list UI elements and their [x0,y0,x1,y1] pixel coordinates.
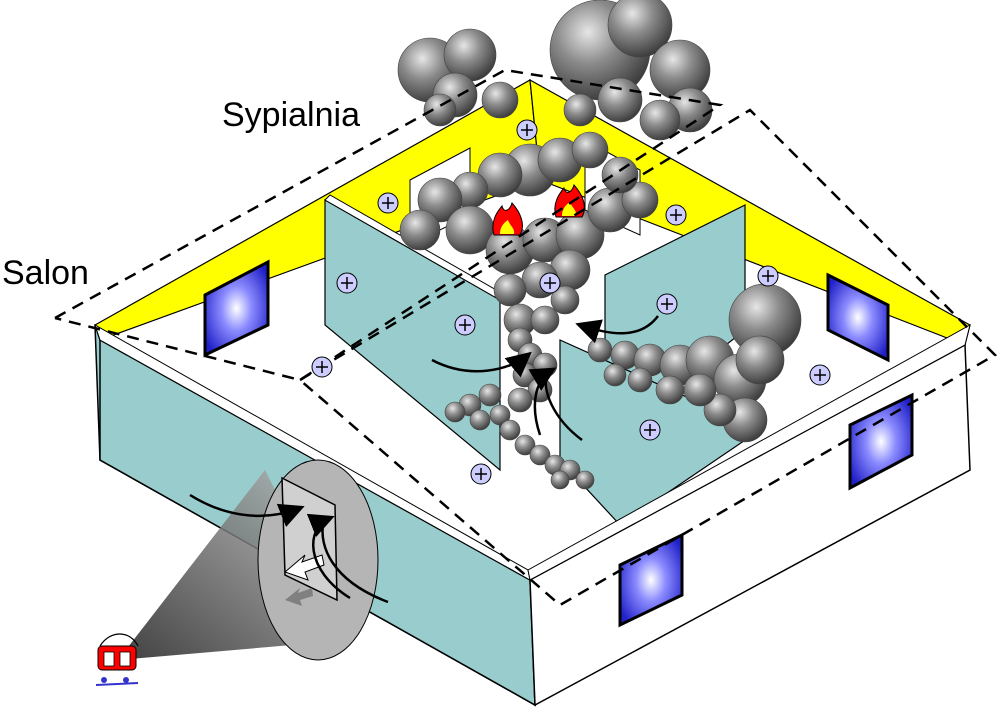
air-flow-arrow-icon [544,371,583,442]
smoke-particle [607,0,673,58]
smoke-particle [481,81,519,119]
room-boundaries [54,68,998,607]
smoke-particle [587,337,613,363]
positive-ion-icon [539,272,561,294]
smoke-particle [417,177,463,223]
fire-icon [492,201,523,236]
air-flow-arrow-icon [321,524,389,604]
front-right-wall-window [848,392,914,491]
smoke-particle [478,383,502,407]
positive-ion-icon [757,265,779,287]
front-wall-window [618,532,684,628]
smoke-particle [550,285,580,315]
positive-ion-icon [665,204,687,226]
smoke-particle [603,363,627,387]
smoke-particle [621,181,659,219]
smoke-particle [735,335,785,385]
smoke-particle [529,444,551,466]
ions [311,119,831,485]
positive-ion-icon [311,356,333,378]
smoke-particle [514,434,536,456]
positive-ion-icon [336,272,358,294]
positive-ion-icon [377,192,399,214]
smoke-particle [597,77,643,123]
window-right-back [826,272,890,363]
smoke-cloud [397,0,802,490]
smoke-particle [655,375,685,405]
smoke-particle [530,305,560,335]
window-living-room [203,259,270,358]
air-flow-arrow-icon [431,351,532,378]
smoke-particle [683,373,717,407]
air-flow-arrow-icon [306,513,351,600]
air-flow-arrow-icon [285,588,313,606]
smoke-particle [563,93,597,127]
positive-ion-icon [809,364,831,386]
smoke-particle [469,409,491,431]
living-room-label: Salon [2,254,89,292]
smoke-detector-icon [95,633,139,686]
smoke-particle [423,93,457,127]
smoke-particle [507,387,533,413]
positive-ion-icon [656,293,678,315]
positive-ion-icon [470,463,492,485]
living-room-outline [299,108,998,607]
front-wall-top-right [527,324,971,581]
smoke-particle [639,99,681,141]
bedroom-outline [54,68,724,382]
detector-zoom [118,459,389,661]
smoke-particle [489,404,511,426]
smoke-particle [575,470,595,490]
air-flow-arrow-icon [575,315,659,344]
positive-ion-icon [516,119,538,141]
bedroom-label: Sypialnia [222,96,360,134]
internal-airflow [431,315,659,442]
positive-ion-icon [639,419,661,441]
smoke-particle [601,156,639,194]
smoke-particle [550,470,570,490]
smoke-particle [627,367,653,393]
smoke-particle [399,209,441,251]
air-flow-arrow-icon [189,493,305,528]
smoke-particle [499,419,521,441]
positive-ion-icon [454,314,476,336]
air-flow-arrow-icon [284,554,325,581]
smoke-particle [444,401,466,423]
smoke-particle [703,393,737,427]
smoke-particle [493,273,527,307]
smoke-particle [571,131,609,169]
